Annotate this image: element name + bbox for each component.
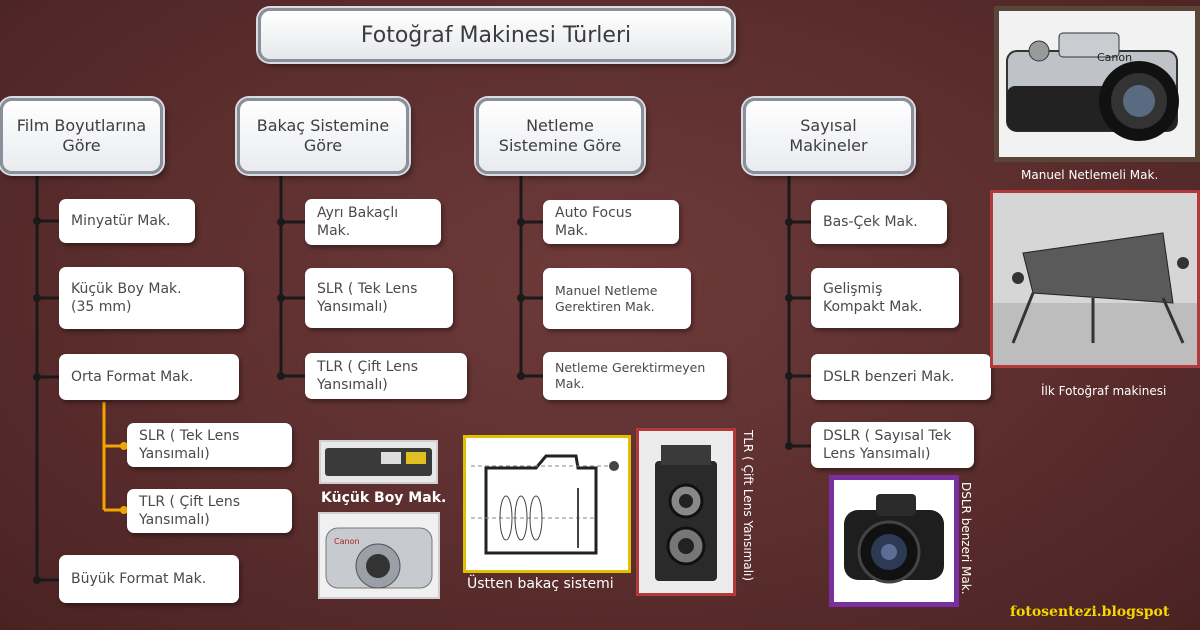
item-auto-focus: Auto Focus Mak. <box>543 200 679 244</box>
caption-top-viewfinder: Üstten bakaç sistemi <box>467 576 614 592</box>
dslr-like-photo <box>829 475 959 607</box>
caption-dslr-like: DSLR benzeri Mak. <box>959 482 973 595</box>
canon-brand-text: Canon <box>1097 51 1132 64</box>
manual-camera-photo: Canon <box>994 6 1200 162</box>
item-separate-viewfinder: Ayrı Bakaçlı Mak. <box>305 199 441 245</box>
first-camera-photo <box>990 190 1200 368</box>
item-dslr: DSLR ( Sayısal Tek Lens Yansımalı) <box>811 422 974 468</box>
caption-first-camera: İlk Fotoğraf makinesi <box>1041 384 1167 398</box>
item-slr: SLR ( Tek Lens Yansımalı) <box>305 268 453 328</box>
tlr-camera-photo <box>636 428 736 596</box>
caption-manual-camera: Manuel Netlemeli Mak. <box>1021 168 1159 182</box>
item-point-shoot: Bas-Çek Mak. <box>811 200 947 244</box>
small-camera-photo <box>319 440 438 484</box>
category-focus: Netleme Sistemine Göre <box>476 98 644 174</box>
subitem-tlr: TLR ( Çift Lens Yansımalı) <box>127 489 292 533</box>
caption-tlr: TLR ( Çift Lens Yansımalı) <box>741 430 755 582</box>
category-digital: Sayısal Makineler <box>743 98 914 174</box>
diagram-title: Fotoğraf Makinesi Türleri <box>258 8 734 62</box>
watermark-text: fotosentezi.blogspot <box>1010 604 1170 620</box>
item-tlr: TLR ( Çift Lens Yansımalı) <box>305 353 467 399</box>
item-medium-format: Orta Format Mak. <box>59 354 239 400</box>
item-small-35mm: Küçük Boy Mak. (35 mm) <box>59 267 244 329</box>
viewfinder-diagram <box>463 435 631 573</box>
item-dslr-like: DSLR benzeri Mak. <box>811 354 991 400</box>
item-large-format: Büyük Format Mak. <box>59 555 239 603</box>
compact-camera-photo: Canon <box>318 512 440 599</box>
subitem-slr: SLR ( Tek Lens Yansımalı) <box>127 423 292 467</box>
item-manual-focus: Manuel Netleme Gerektiren Mak. <box>543 268 691 329</box>
category-film-size: Film Boyutlarına Göre <box>0 98 163 174</box>
category-viewfinder: Bakaç Sistemine Göre <box>237 98 409 174</box>
item-advanced-compact: Gelişmiş Kompakt Mak. <box>811 268 959 328</box>
item-miniature: Minyatür Mak. <box>59 199 195 243</box>
canon-small-text: Canon <box>334 537 360 546</box>
item-fixed-focus: Netleme Gerektirmeyen Mak. <box>543 352 727 400</box>
caption-small-camera: Küçük Boy Mak. <box>321 490 447 506</box>
